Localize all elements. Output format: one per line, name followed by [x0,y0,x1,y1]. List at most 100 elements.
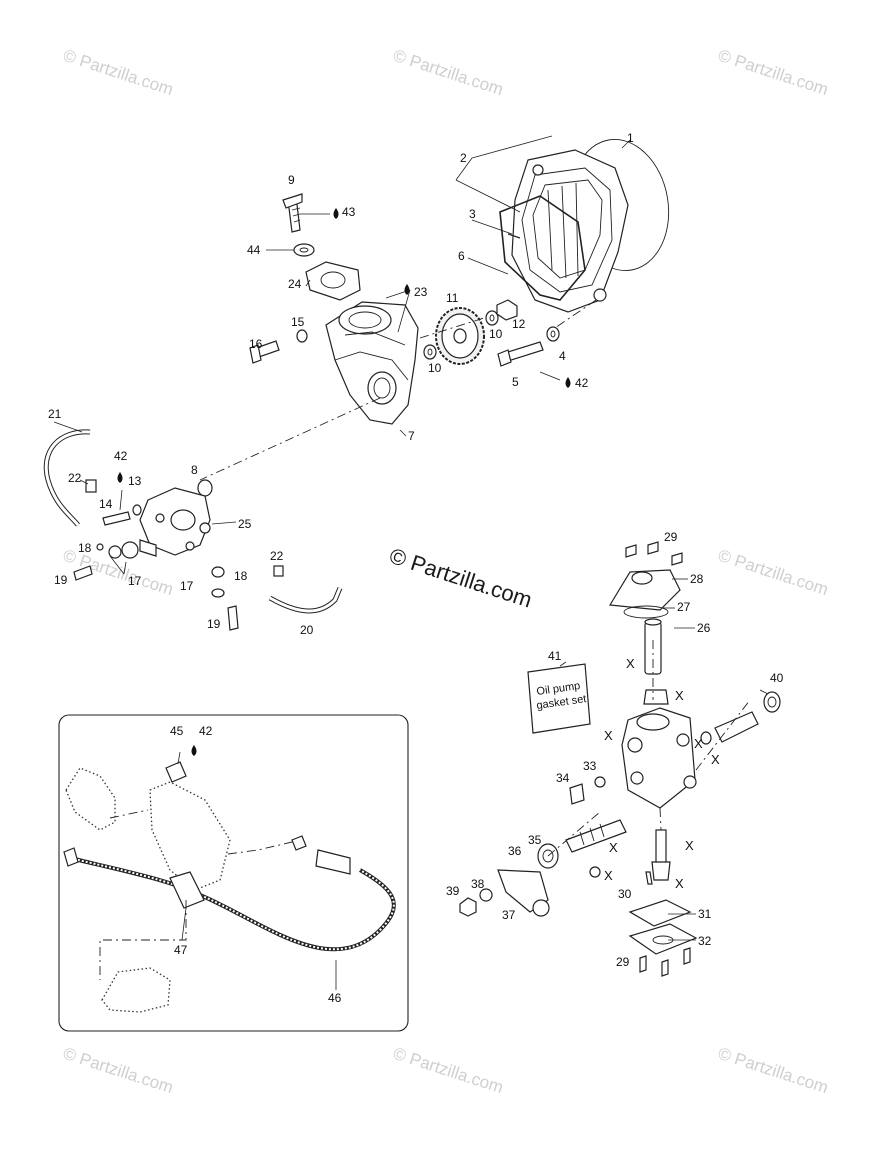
gasket-kit-box-part-41: Oil pump gasket set [527,663,591,734]
callout-21: 21 [48,407,62,421]
marker-x: X [685,838,694,853]
callout-44: 44 [247,243,261,257]
screw-part-19 [227,605,239,631]
lock-washer-part-44 [293,243,315,257]
callout-36: 36 [508,844,522,858]
callout-25: 25 [238,517,252,531]
watermark-text: © Partzilla.com [391,46,506,99]
gasket-part-24 [305,261,361,301]
dotted-bracket-outline [149,781,231,891]
callout-42: 42 [575,376,589,390]
callout-13: 13 [128,474,142,488]
oil-drop-icon [117,472,123,483]
cable-inset [58,714,409,1032]
screw-part-37 [532,899,550,917]
x-markers: X X X X X X X X X [604,656,720,891]
watermark-text: © Partzilla.com [61,46,176,99]
callout-11: 11 [446,291,459,305]
callout-39: 39 [446,884,460,898]
washer-part-17 [211,588,225,598]
marker-x: X [675,688,684,703]
callout-19: 19 [207,617,221,631]
marker-x: X [609,840,618,855]
callout-3: 3 [469,207,476,221]
callout-41: 41 [548,649,562,663]
nut-part-39 [459,897,477,917]
callout-28: 28 [690,572,704,586]
dotted-lower-outline [101,967,171,1013]
callout-32: 32 [698,934,712,948]
callout-labels: 1 2 3 4 5 6 7 8 9 10 10 11 12 13 14 15 1… [48,131,784,1005]
callout-7: 7 [408,429,415,443]
oil-drop-icon [191,745,197,756]
washer-part-15 [296,329,308,343]
screw-part-29 [661,959,669,977]
watermark-text: © Partzilla.com [716,546,831,599]
callout-46: 46 [328,991,342,1005]
callout-35: 35 [528,833,542,847]
callout-40: 40 [770,671,784,685]
callout-22: 22 [270,549,284,563]
clip-part-18 [211,566,225,578]
callout-24: 24 [288,277,302,291]
watermark-text: © Partzilla.com [716,1044,831,1097]
oil-drop-icon [404,284,410,295]
callout-23: 23 [414,285,428,299]
callout-14: 14 [99,497,113,511]
oil-pump-assembly [43,429,343,631]
clip-part-18 [96,543,104,551]
oil-pump-detail [459,541,781,977]
callout-37: 37 [502,908,516,922]
washer-part-4 [546,326,560,342]
callout-20: 20 [300,623,314,637]
clamp-part-22 [85,479,97,493]
inset-frame [58,714,409,1032]
callout-18: 18 [234,569,248,583]
clamp-part-22 [273,565,284,577]
callout-38: 38 [471,877,485,891]
dotted-pump-outline [65,767,116,831]
rotary-valve-cover-assembly [455,135,670,331]
screw-part-29 [671,552,683,566]
callout-26: 26 [697,621,711,635]
gasket-part-6 [499,195,586,301]
oil-drop-icon [565,377,571,388]
cover-part-28 [608,569,681,611]
callout-29: 29 [616,955,630,969]
screw-part-29 [647,541,659,555]
callout-10: 10 [489,327,503,341]
callout-16: 16 [249,337,263,351]
plug-part-34 [569,783,585,805]
shaft-part [655,829,667,865]
callout-17: 17 [180,579,194,593]
screw-part-14 [102,511,131,526]
callout-45: 45 [170,724,184,738]
spring-part [643,689,669,705]
callout-10: 10 [428,361,442,375]
callout-4: 4 [559,349,566,363]
watermark-text: © Partzilla.com [61,1044,176,1097]
callout-2: 2 [460,151,467,165]
marker-x: X [675,876,684,891]
gear-part-11 [435,307,485,365]
screw-part-29 [625,544,637,558]
watermark-text: © Partzilla.com [391,1044,506,1097]
watermarks: © Partzilla.com © Partzilla.com © Partzi… [61,46,831,1097]
callout-42: 42 [199,724,213,738]
adjuster-part-47 [169,871,205,909]
bolt-part-5 [504,341,544,362]
callout-8: 8 [191,463,198,477]
hose-part-20 [268,587,343,614]
cable-part-46 [69,856,396,952]
o-ring-part-27 [623,605,669,619]
marker-x: X [604,868,613,883]
pin-part-3 [507,233,521,239]
callout-22: 22 [68,471,82,485]
screw-part-29 [683,947,691,965]
callout-43: 43 [342,205,356,219]
screw-part-19 [73,565,93,581]
oil-drop-icons [117,208,571,756]
o-ring-part-8 [197,479,213,497]
callout-30: 30 [618,887,632,901]
